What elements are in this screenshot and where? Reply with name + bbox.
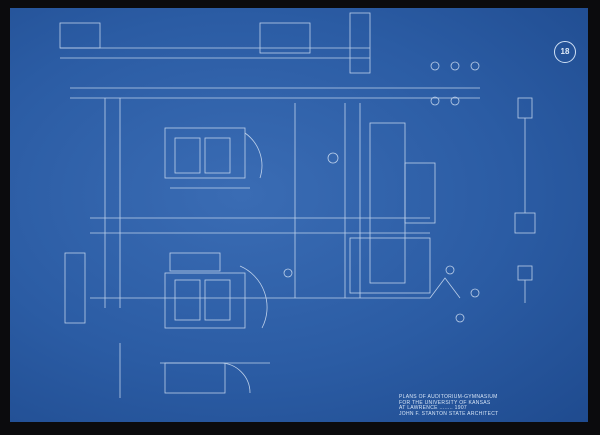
detail-sections (64, 252, 270, 398)
title-line: JOHN F. STANTON STATE ARCHITECT (399, 410, 499, 417)
center-elevation (283, 103, 436, 298)
window-elevation-lower (164, 252, 268, 329)
pier-detail (514, 97, 536, 303)
architectural-drawing (59, 12, 536, 398)
window-elevation-upper (164, 127, 263, 189)
cornice-section (59, 12, 480, 99)
title-line: FOR THE UNIVERSITY OF KANSAS (399, 399, 491, 406)
sheet-number: 18 (554, 41, 576, 63)
title-line: AT LAWRENCE ........ 1907 (399, 405, 467, 411)
title-line: PLANS OF AUDITORIUM-GYMNASIUM (399, 394, 498, 400)
finials (429, 61, 480, 323)
wall-section (90, 98, 430, 308)
